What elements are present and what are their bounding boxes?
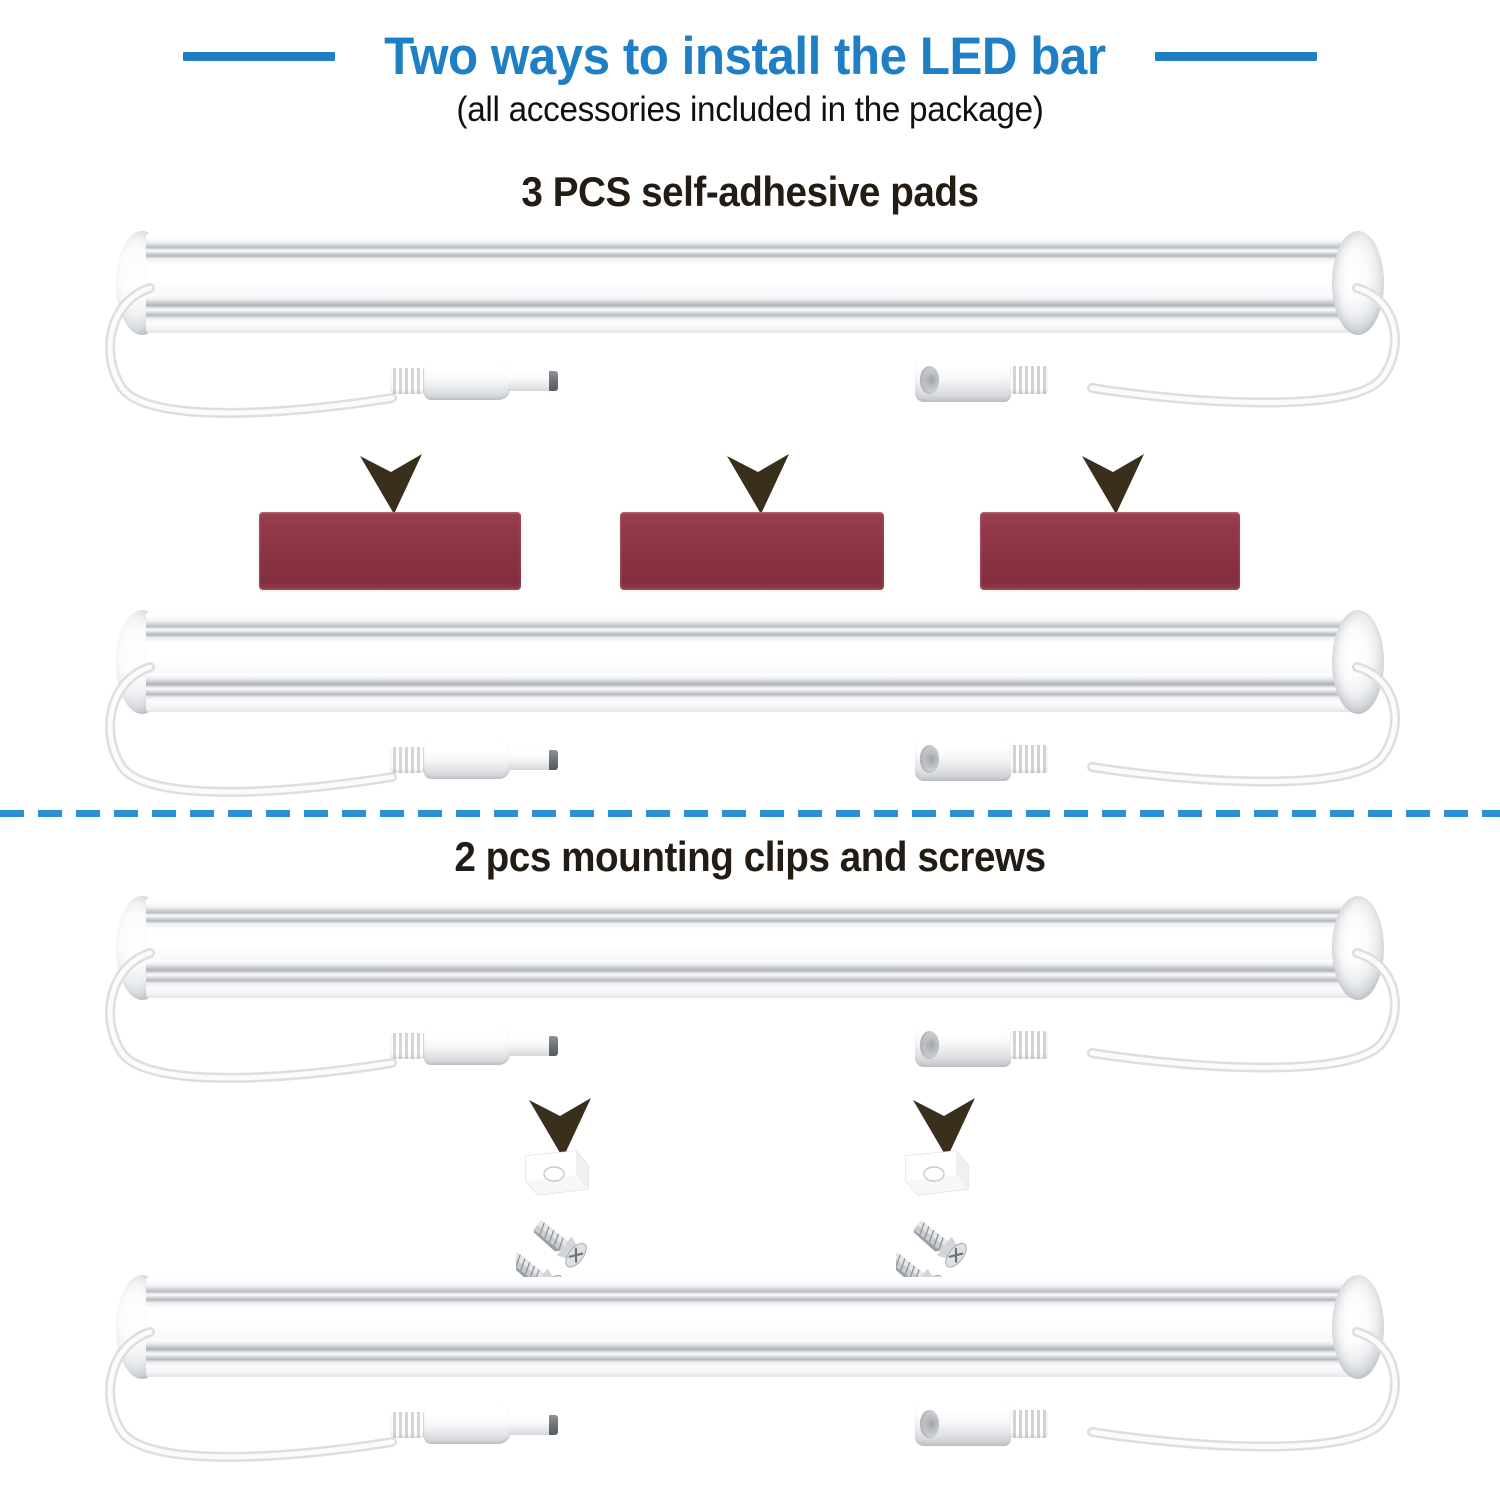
plug-barrel xyxy=(508,750,552,770)
jack-strain-relief xyxy=(1010,366,1048,394)
adhesive-pad-1 xyxy=(259,512,521,590)
page-header: Two ways to install the LED bar xyxy=(0,22,1500,90)
plug-strain-relief xyxy=(390,747,426,773)
plug-grip xyxy=(424,362,510,400)
bar-end-cap-right xyxy=(1332,896,1384,1000)
led-bar-adhesive-bottom xyxy=(110,610,1390,714)
plug-tip-icon xyxy=(549,371,558,391)
plug-tip-icon xyxy=(549,1415,558,1435)
down-arrow-icon-clip-1 xyxy=(529,1098,591,1158)
page-title: Two ways to install the LED bar xyxy=(384,26,1106,86)
jack-strain-relief xyxy=(1010,745,1048,773)
jack-socket-icon xyxy=(920,745,939,773)
plug-tip-icon xyxy=(549,750,558,770)
plug-barrel xyxy=(508,1415,552,1435)
plug-tip-icon xyxy=(549,1036,558,1056)
title-rule-left-icon xyxy=(183,51,336,61)
plug-strain-relief xyxy=(390,1033,426,1059)
section-heading-adhesive: 3 PCS self-adhesive pads xyxy=(521,168,979,215)
down-arrow-icon-pad-3 xyxy=(1082,454,1144,514)
section-heading-clips: 2 pcs mounting clips and screws xyxy=(454,833,1046,880)
plug-barrel xyxy=(508,371,552,391)
plug-strain-relief xyxy=(390,368,426,394)
plug-strain-relief xyxy=(390,1412,426,1438)
jack-socket-icon xyxy=(920,1410,939,1438)
mounting-clip-2 xyxy=(905,1150,969,1196)
title-rule-right-icon xyxy=(1154,51,1317,61)
jack-strain-relief xyxy=(1010,1031,1048,1059)
down-arrow-icon-pad-1 xyxy=(360,454,422,514)
bar-end-cap-right xyxy=(1332,1275,1384,1379)
plug-grip xyxy=(424,1406,510,1444)
bar-body xyxy=(146,612,1354,712)
plug-barrel xyxy=(508,1036,552,1056)
adhesive-pad-2 xyxy=(620,512,884,590)
mounting-clip-1 xyxy=(525,1150,589,1196)
bar-end-cap-right xyxy=(1332,231,1384,335)
adhesive-pad-3 xyxy=(980,512,1240,590)
bar-end-cap-right xyxy=(1332,610,1384,714)
down-arrow-icon-pad-2 xyxy=(727,454,789,514)
jack-socket-icon xyxy=(920,366,939,394)
jack-strain-relief xyxy=(1010,1410,1048,1438)
page-subtitle: (all accessories included in the package… xyxy=(456,90,1044,129)
led-bar-adhesive-top xyxy=(110,231,1390,335)
bar-body xyxy=(146,1277,1354,1377)
led-bar-clips-top xyxy=(110,896,1390,1000)
bar-body xyxy=(146,898,1354,998)
jack-socket-icon xyxy=(920,1031,939,1059)
down-arrow-icon-clip-2 xyxy=(913,1098,975,1158)
section-divider xyxy=(0,810,1500,817)
bar-body xyxy=(146,233,1354,333)
plug-grip xyxy=(424,1027,510,1065)
plug-grip xyxy=(424,741,510,779)
led-bar-clips-bottom xyxy=(110,1275,1390,1379)
